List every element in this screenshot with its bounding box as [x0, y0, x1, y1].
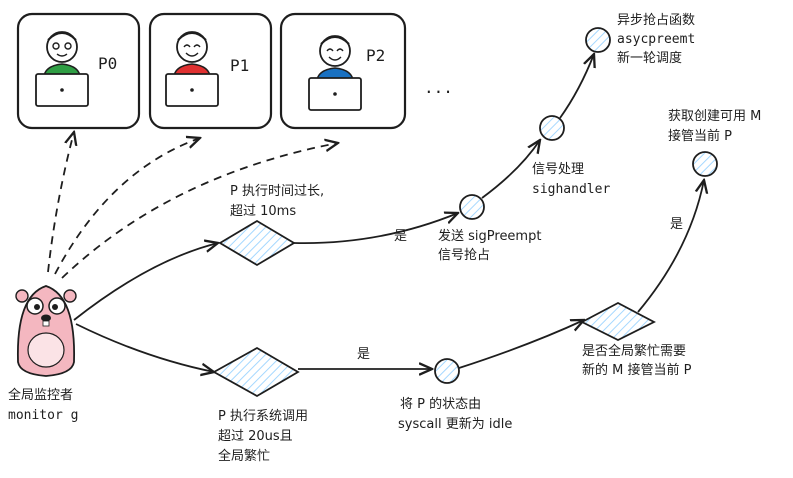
more-processors-ellipsis: ... — [424, 78, 453, 97]
programmer-p2-icon — [308, 35, 362, 111]
processor-p1-frame — [148, 12, 273, 130]
send-signal-line2: 信号抢占 — [438, 248, 491, 263]
processor-p0 — [16, 12, 141, 130]
processor-p2-label: P2 — [366, 46, 386, 65]
lower-condition-line2: 超过 20us且 — [218, 429, 293, 444]
async-preempt-node — [585, 27, 611, 53]
acquire-m-line2: 接管当前 P — [668, 129, 732, 144]
processor-p1 — [148, 12, 273, 130]
signal-handler-node — [539, 115, 565, 141]
global-busy-check-line1: 是否全局繁忙需要 — [582, 344, 687, 359]
async-preempt-line3: 新一轮调度 — [617, 51, 683, 66]
gopher-monitor-icon — [15, 285, 77, 377]
monitor-to-p2-arrow — [61, 143, 338, 279]
set-idle-line2: syscall 更新为 idle — [398, 417, 513, 432]
handler-to-async-arrow — [559, 54, 594, 119]
lower-condition-line3: 全局繁忙 — [218, 449, 271, 464]
monitor-to-p0-arrow — [47, 132, 74, 273]
monitor-to-upper-decision-arrow — [73, 243, 218, 321]
monitor-label-line1: 全局监控者 — [8, 388, 74, 403]
global-busy-check-line2: 新的 M 接管当前 P — [582, 363, 692, 378]
monitor-to-lower-decision-arrow — [75, 323, 214, 372]
monitor-to-p1-arrow — [54, 138, 200, 275]
send-signal-node — [459, 194, 485, 220]
lower-condition-line1: P 执行系统调用 — [218, 409, 308, 424]
send-to-handler-arrow — [481, 140, 540, 199]
check-to-acquire-arrow — [637, 180, 704, 313]
upper-yes-label: 是 — [394, 229, 408, 244]
set-idle-node — [434, 358, 460, 384]
async-preempt-line2: asycpreemt — [617, 32, 696, 47]
upper-condition-line2: 超过 10ms — [230, 204, 297, 219]
send-signal-line1: 发送 sigPreempt — [438, 229, 542, 244]
upper-decision-diamond — [218, 219, 296, 267]
processor-p0-label: P0 — [98, 54, 118, 73]
programmer-p1-icon — [165, 31, 219, 107]
lower-decision-diamond — [212, 346, 300, 398]
upper-yes-arrow — [293, 213, 458, 245]
programmer-p0-icon — [35, 31, 89, 107]
idle-to-check-arrow — [458, 320, 584, 369]
acquire-yes-label: 是 — [670, 217, 684, 232]
processor-p1-label: P1 — [230, 56, 250, 75]
processor-p2 — [279, 12, 407, 130]
set-idle-line1: 将 P 的状态由 — [400, 397, 482, 412]
monitor-label-line2: monitor g — [8, 408, 79, 423]
async-preempt-line1: 异步抢占函数 — [617, 13, 696, 28]
acquire-m-line1: 获取创建可用 M — [668, 109, 762, 124]
upper-condition-line1: P 执行时间过长, — [230, 184, 325, 199]
global-busy-check-diamond — [580, 301, 656, 342]
signal-handler-line2: sighandler — [532, 182, 611, 197]
signal-handler-line1: 信号处理 — [532, 162, 585, 177]
lower-yes-label: 是 — [357, 347, 371, 362]
acquire-m-node — [692, 151, 718, 177]
